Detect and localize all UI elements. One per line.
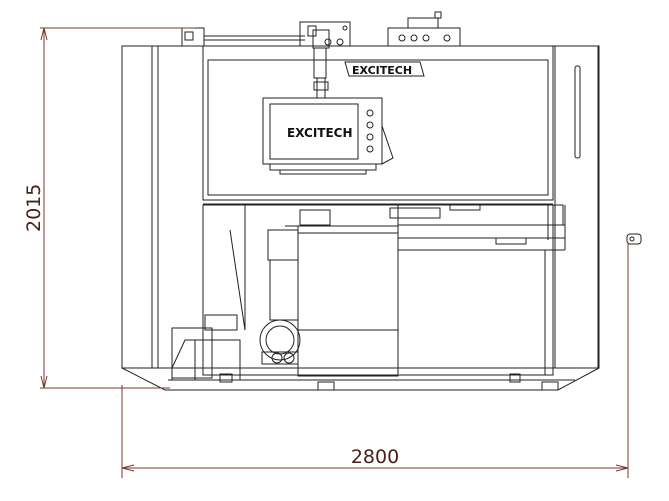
motor-assembly (259, 319, 301, 365)
upper-hood (202, 45, 554, 205)
lower-frame (202, 203, 566, 376)
left-mechanism (171, 205, 299, 381)
machine-feet (219, 373, 559, 391)
screen-brand-label: EXCITECH (287, 126, 353, 140)
width-dimension (121, 244, 629, 478)
screen-arm (312, 29, 330, 99)
height-dimension (40, 27, 195, 389)
top-left-bracket (181, 21, 351, 47)
width-dimension-label: 2800 (351, 446, 399, 468)
hood-brand-label: EXCITECH (352, 64, 412, 77)
brand-plate (344, 61, 425, 77)
top-right-box (387, 11, 461, 47)
height-dimension-label: 2015 (23, 184, 45, 232)
control-screen (262, 97, 394, 175)
side-latch (626, 233, 642, 245)
front-door (297, 225, 399, 377)
